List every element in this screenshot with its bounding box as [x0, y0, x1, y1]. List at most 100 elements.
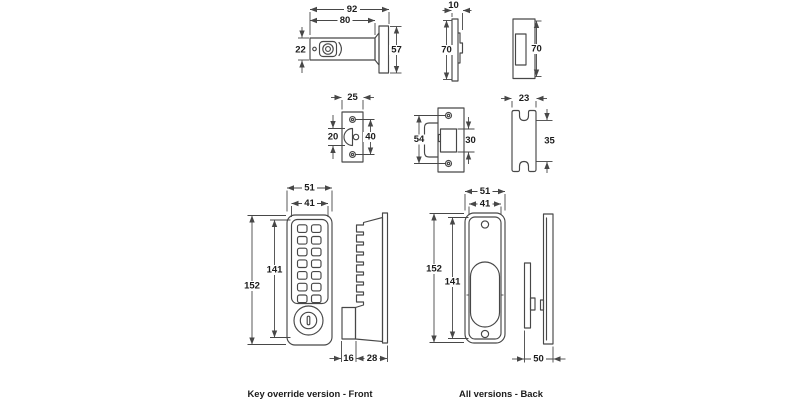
dim-label: 80: [340, 15, 351, 26]
latch-bolt-face: [318, 40, 338, 58]
mounting-plate-edge: [381, 212, 389, 344]
back-plate-front-view: 51 41 152 141: [424, 186, 566, 365]
strike-plate-view: 54 30: [411, 107, 476, 173]
dim-label: 152: [244, 281, 260, 292]
dim-front-height: 152: [242, 215, 286, 345]
dim-latch-overall-length: 92: [309, 4, 390, 35]
dim-label: 35: [544, 136, 555, 147]
bolt-housing: [341, 306, 357, 340]
screw-hole-top: [444, 111, 453, 120]
screw-hole-bottom: [480, 329, 490, 339]
key-cylinder: [299, 311, 318, 330]
dim-front-recess-width: 41: [291, 198, 329, 217]
latch-pin-hole: [312, 46, 317, 52]
dim-latch-bolt-height: 22: [295, 27, 309, 73]
dim-back-width: 51: [464, 186, 506, 211]
latch-bolt-curve: [338, 41, 342, 57]
screw-hole-bottom: [444, 159, 453, 168]
latch-collar: [374, 32, 380, 66]
dim-label: 25: [347, 92, 358, 103]
dim-label: 51: [480, 186, 491, 197]
dim-label: 10: [448, 0, 459, 11]
dim-label: 22: [295, 45, 306, 56]
screw-hole-bottom: [349, 151, 356, 158]
dim-back-depth: 50: [512, 330, 566, 365]
screw-hole-top: [480, 220, 490, 229]
dim-back-recess-height: 141: [442, 217, 469, 339]
latch-spindle-inner: [325, 46, 331, 52]
latch-roller: [352, 133, 360, 141]
dim-strike-opening-height: 30: [457, 117, 476, 164]
dim-latch-body-length: 80: [310, 15, 376, 35]
latch-plate-front-view: 25 20 40: [328, 92, 378, 163]
faceplate-front-view: 70: [512, 18, 544, 80]
dim-label: 54: [414, 134, 425, 145]
dim-label: 92: [347, 4, 358, 15]
clamp-plate-step: [529, 297, 536, 311]
dim-label: 40: [365, 132, 376, 143]
dim-label: 57: [391, 45, 402, 56]
keypad-buttons: [296, 224, 322, 304]
dim-latch-faceplate-height: 57: [389, 26, 404, 74]
caption-back-view: All versions - Back: [459, 388, 544, 399]
dim-dust-box-width: 23: [501, 93, 547, 108]
mechanism-cutout: [469, 261, 501, 328]
screw-hole-top-center: [350, 117, 355, 122]
screw-hole-top: [349, 116, 356, 123]
dim-label: 23: [519, 93, 530, 104]
dim-latch-plate-bolt-width: 20: [328, 115, 345, 159]
lock-body-profile: [354, 216, 384, 343]
dim-faceplate-thickness: 10: [442, 0, 472, 30]
dim-label: 50: [533, 354, 544, 365]
dim-label: 41: [304, 198, 315, 209]
dim-label: 16: [343, 353, 354, 364]
dim-latch-plate-width: 25: [331, 92, 374, 110]
strike-plate-lip: [423, 122, 439, 158]
dim-label: 70: [531, 44, 542, 55]
dim-front-recess-height: 141: [264, 219, 291, 338]
latch-bolt-section: [343, 127, 354, 147]
back-plate-edge-step: [539, 299, 545, 311]
dim-front-width: 51: [286, 183, 333, 212]
screw-hole-bottom-center: [446, 161, 451, 166]
back-plate-edge: [542, 213, 554, 345]
dim-label: 152: [426, 264, 442, 275]
dim-label: 141: [267, 265, 284, 276]
dim-dust-box-height: 35: [536, 109, 555, 173]
dim-back-height: 152: [424, 213, 464, 343]
caption-front-view: Key override version - Front: [247, 388, 372, 399]
dim-bolt-and-body-projection: 16 28: [329, 341, 388, 364]
screw-hole-bottom-center: [350, 152, 355, 157]
dust-box-outline: [511, 109, 537, 173]
dim-strike-screw-centers: 54: [411, 115, 446, 164]
dim-faceplate-front-height: 70: [529, 20, 544, 77]
dust-box-view: 23 35: [501, 93, 555, 173]
faceplate-front-recess: [514, 33, 527, 66]
strike-opening-notch: [437, 133, 442, 143]
strike-opening: [439, 128, 458, 153]
faceplate-bolt-profile: [457, 32, 464, 64]
back-plate-side-view: [523, 213, 554, 345]
dim-label: 20: [328, 132, 339, 143]
keypad-panel: [290, 218, 329, 305]
dim-label: 70: [441, 45, 452, 56]
dim-label: 141: [445, 277, 462, 288]
keypad-lock-side-view: [341, 212, 389, 344]
dim-label: 30: [465, 135, 476, 146]
dim-label: 28: [367, 353, 378, 364]
dim-back-recess-width: 41: [468, 199, 502, 215]
back-plate-inner: [468, 216, 502, 340]
clamp-plate-edge: [523, 262, 532, 329]
latch-spindle-outer: [322, 43, 334, 55]
screw-hole-top-center: [446, 113, 451, 118]
dim-latch-plate-screw-centers: 40: [355, 119, 378, 155]
dim-label: 51: [304, 183, 315, 194]
dim-label: 41: [480, 199, 491, 210]
back-plate-outline: [464, 212, 506, 344]
lock-body: [286, 214, 333, 346]
key-cylinder-ring: [293, 305, 324, 336]
keypad-lock-front-view: 51 41 152 141: [242, 183, 389, 364]
keyhole: [306, 315, 311, 326]
